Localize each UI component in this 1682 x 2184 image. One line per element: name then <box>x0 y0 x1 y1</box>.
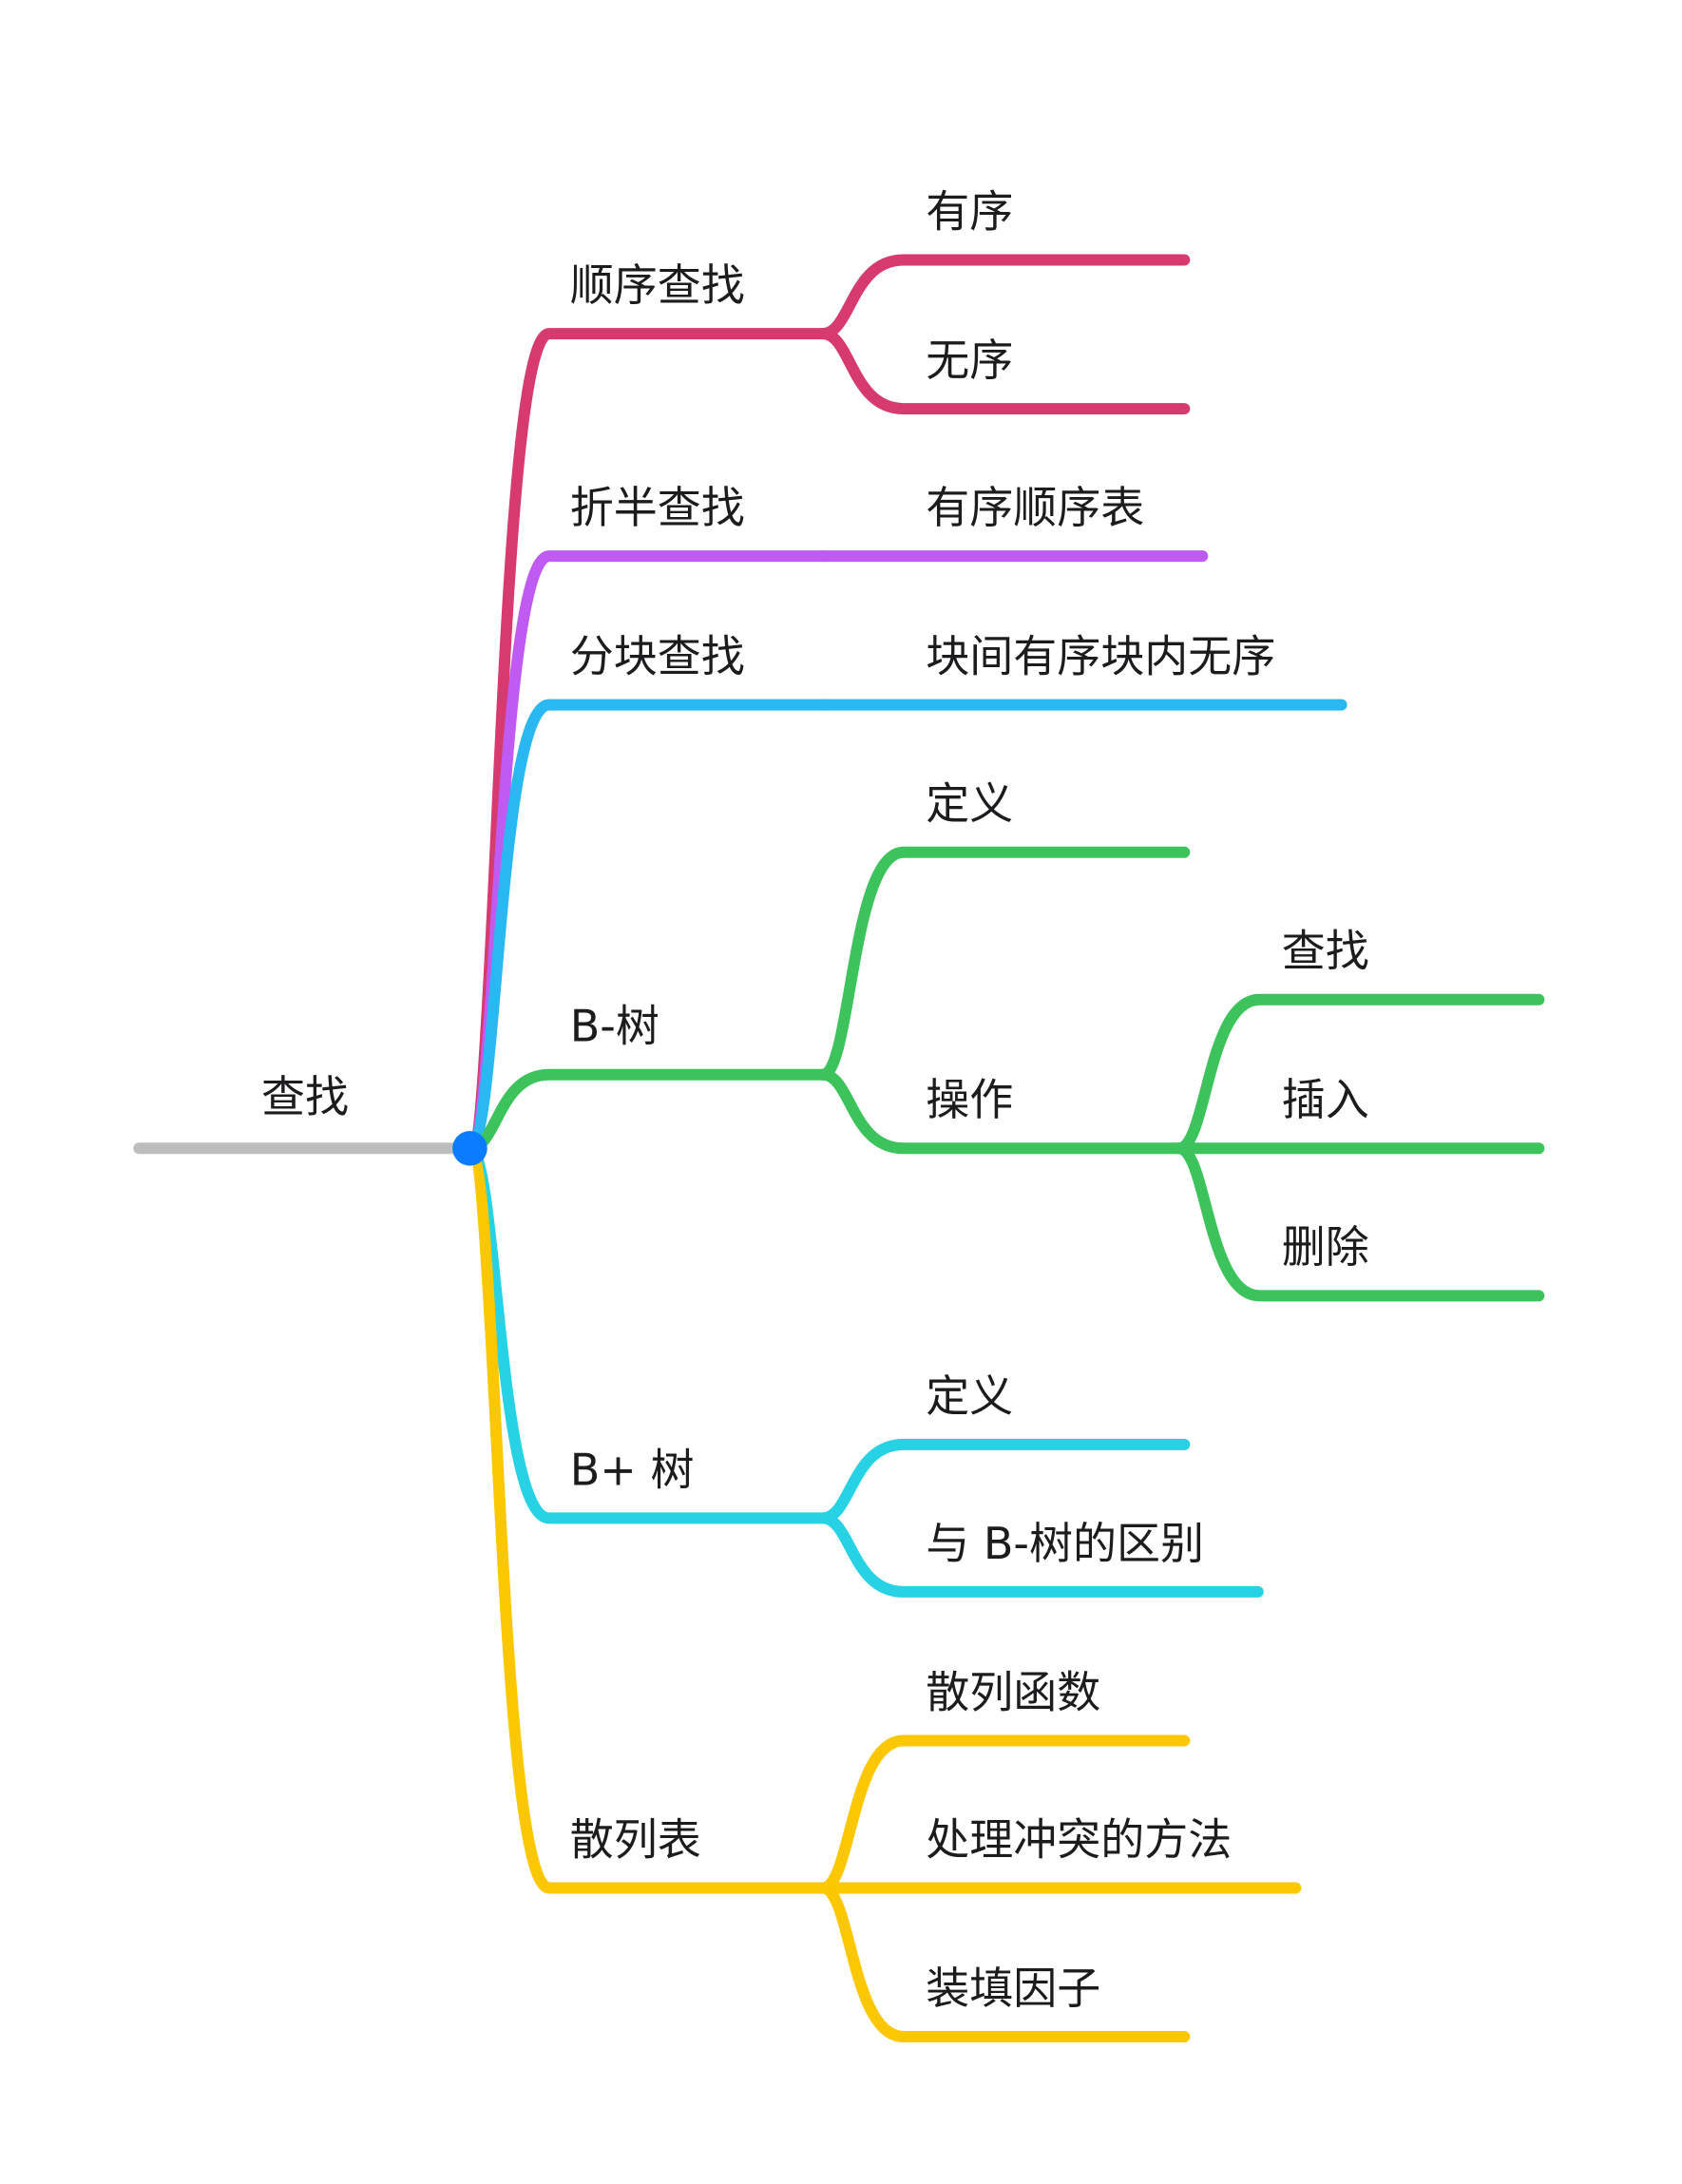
child-connector-bplustree-0 <box>816 1438 1191 1524</box>
child-connector-btree-0 <box>816 846 1191 1081</box>
child-label-sequential-1: 无序 <box>926 335 1013 386</box>
grandchild-connector-btree-0 <box>1173 993 1545 1155</box>
child-label-hash-0: 散列函数 <box>926 1666 1100 1717</box>
branch-connector-hash <box>464 1142 829 1894</box>
grandchild-connector-btree-2 <box>1173 1142 1545 1302</box>
child-connector-sequential-0 <box>816 254 1191 340</box>
child-label-sequential-0: 有序 <box>926 185 1013 237</box>
child-connector-hash-0 <box>816 1734 1191 1894</box>
child-label-binary-0: 有序顺序表 <box>926 482 1144 533</box>
branch-connector-block <box>464 699 829 1155</box>
root-node-dot <box>452 1130 487 1166</box>
branch-label-hash: 散列表 <box>570 1813 701 1865</box>
child-connector-hash-2 <box>816 1882 1191 2043</box>
child-label-hash-1: 处理冲突的方法 <box>926 1813 1232 1865</box>
grandchild-label-btree-1: 插入 <box>1282 1074 1369 1125</box>
child-label-bplustree-0: 定义 <box>926 1370 1013 1422</box>
branch-label-block: 分块查找 <box>570 631 745 682</box>
branch-connector-btree <box>464 1068 829 1155</box>
branch-label-bplustree: B+ 树 <box>570 1444 695 1495</box>
grandchild-label-btree-0: 查找 <box>1282 926 1369 977</box>
child-label-bplustree-1: 与 B-树的区别 <box>926 1518 1204 1569</box>
root-label: 查找 <box>261 1071 349 1122</box>
child-label-btree-1: 操作 <box>926 1074 1013 1125</box>
branch-label-btree: B-树 <box>570 1001 659 1052</box>
grandchild-label-btree-2: 删除 <box>1282 1221 1369 1273</box>
child-connector-bplustree-1 <box>816 1512 1264 1598</box>
child-label-hash-2: 装填因子 <box>926 1963 1100 2014</box>
branch-label-binary: 折半查找 <box>570 482 745 533</box>
child-connector-sequential-1 <box>816 328 1191 415</box>
child-label-block-0: 块间有序块内无序 <box>926 631 1275 682</box>
child-connector-btree-1 <box>816 1068 1185 1155</box>
child-label-btree-0: 定义 <box>926 778 1013 830</box>
branch-label-sequential: 顺序查找 <box>570 259 745 311</box>
